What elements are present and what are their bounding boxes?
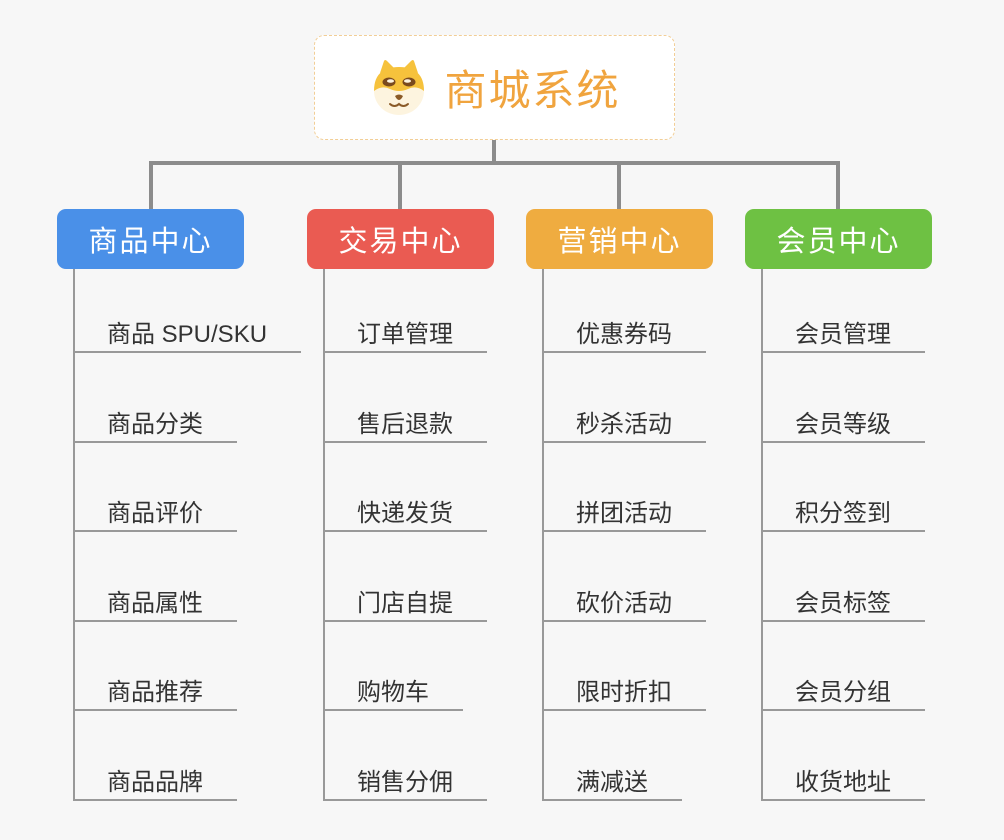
leaf-node[interactable]: 商品推荐 xyxy=(75,622,237,711)
leaf-node[interactable]: 订单管理 xyxy=(325,269,487,353)
leaf-node[interactable]: 积分签到 xyxy=(763,443,925,532)
leaf-node[interactable]: 商品分类 xyxy=(75,353,237,443)
connector-rail xyxy=(149,161,840,165)
leaf-node[interactable]: 收货地址 xyxy=(763,711,925,801)
leaf-node[interactable]: 会员管理 xyxy=(763,269,925,353)
branch-column-member: 会员中心 会员管理 会员等级 积分签到 会员标签 会员分组 收货地址 xyxy=(745,209,932,801)
leaf-node[interactable]: 售后退款 xyxy=(325,353,487,443)
dog-face-icon xyxy=(368,59,430,117)
leaf-node[interactable]: 秒杀活动 xyxy=(544,353,706,443)
connector-drop-marketing xyxy=(617,161,621,210)
leaf-node[interactable]: 快递发货 xyxy=(325,443,487,532)
leaf-node[interactable]: 会员等级 xyxy=(763,353,925,443)
leaf-node[interactable]: 门店自提 xyxy=(325,532,487,622)
connector-drop-member xyxy=(836,161,840,210)
root-node-mall-system[interactable]: 商城系统 xyxy=(314,35,675,140)
leaf-list-marketing: 优惠券码 秒杀活动 拼团活动 砍价活动 限时折扣 满减送 xyxy=(542,269,713,801)
branch-column-product: 商品中心 商品 SPU/SKU 商品分类 商品评价 商品属性 商品推荐 商品品牌 xyxy=(57,209,302,801)
connector-drop-product xyxy=(149,161,153,210)
branch-column-trade: 交易中心 订单管理 售后退款 快递发货 门店自提 购物车 销售分佣 xyxy=(307,209,494,801)
leaf-list-product: 商品 SPU/SKU 商品分类 商品评价 商品属性 商品推荐 商品品牌 xyxy=(73,269,302,801)
branch-column-marketing: 营销中心 优惠券码 秒杀活动 拼团活动 砍价活动 限时折扣 满减送 xyxy=(526,209,713,801)
branch-node-marketing-center[interactable]: 营销中心 xyxy=(526,209,713,269)
branch-node-trade-center[interactable]: 交易中心 xyxy=(307,209,494,269)
leaf-node[interactable]: 商品评价 xyxy=(75,443,237,532)
branch-node-product-center[interactable]: 商品中心 xyxy=(57,209,244,269)
leaf-node[interactable]: 限时折扣 xyxy=(544,622,706,711)
connector-trunk xyxy=(492,140,496,165)
leaf-node[interactable]: 优惠券码 xyxy=(544,269,706,353)
leaf-node[interactable]: 砍价活动 xyxy=(544,532,706,622)
leaf-node[interactable]: 商品品牌 xyxy=(75,711,237,801)
leaf-node[interactable]: 拼团活动 xyxy=(544,443,706,532)
leaf-node[interactable]: 会员分组 xyxy=(763,622,925,711)
branch-node-member-center[interactable]: 会员中心 xyxy=(745,209,932,269)
leaf-list-member: 会员管理 会员等级 积分签到 会员标签 会员分组 收货地址 xyxy=(761,269,932,801)
leaf-list-trade: 订单管理 售后退款 快递发货 门店自提 购物车 销售分佣 xyxy=(323,269,494,801)
leaf-node[interactable]: 满减送 xyxy=(544,711,682,801)
root-title: 商城系统 xyxy=(444,67,621,114)
leaf-node[interactable]: 会员标签 xyxy=(763,532,925,622)
leaf-node[interactable]: 销售分佣 xyxy=(325,711,487,801)
leaf-node[interactable]: 商品 SPU/SKU xyxy=(75,269,302,353)
leaf-node[interactable]: 商品属性 xyxy=(75,532,237,622)
leaf-node[interactable]: 购物车 xyxy=(325,622,463,711)
connector-drop-trade xyxy=(398,161,402,210)
